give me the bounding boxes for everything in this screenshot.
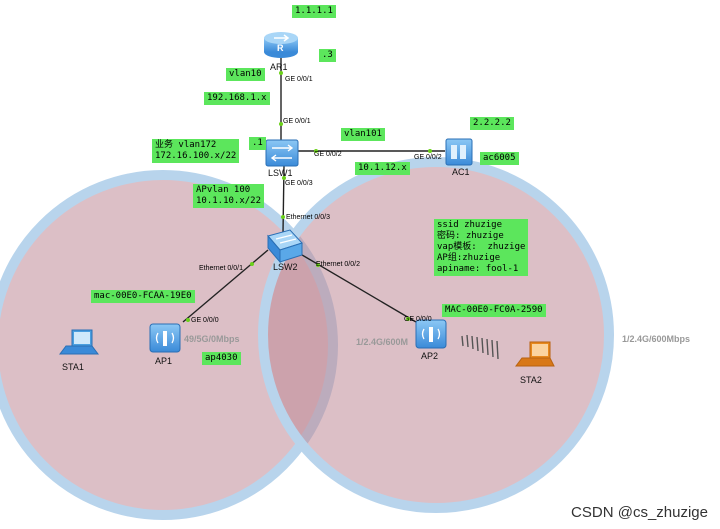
device-label-lsw1: LSW1 — [268, 168, 293, 178]
port-lsw2-eth002: Ethernet 0/0/2 — [316, 261, 360, 268]
access-point-ap1-icon[interactable] — [149, 323, 181, 353]
label-ac1-ip: 2.2.2.2 — [470, 117, 514, 130]
label-ap-vlan: APvlan 100 10.1.10.x/22 — [193, 184, 265, 208]
watermark: CSDN @cs_zhuzige — [571, 504, 708, 521]
port-lsw1-ge003: GE 0/0/3 — [285, 180, 313, 187]
label-vlan10: vlan10 — [226, 68, 265, 81]
label-ssid-config: ssid zhuzige 密码: zhuzige vap模板: zhuzige … — [434, 219, 529, 276]
router-icon[interactable]: R — [264, 32, 298, 58]
label-net-192: 192.168.1.x — [204, 92, 270, 105]
port-lsw2-eth001: Ethernet 0/0/1 — [199, 265, 243, 272]
rate-ap2: 1/2.4G/600M — [356, 337, 409, 347]
port-ap2-ge000: GE 0/0/0 — [404, 316, 432, 323]
switch-lsw2-icon[interactable] — [267, 229, 303, 264]
device-label-ar1: AR1 — [270, 62, 288, 72]
port-lsw2-eth003: Ethernet 0/0/3 — [286, 214, 330, 221]
rate-ap1: 49/5G/0Mbps — [184, 334, 240, 344]
device-label-ap1: AP1 — [155, 356, 173, 366]
access-controller-icon[interactable] — [445, 138, 473, 166]
label-ap1-model: ap4030 — [202, 352, 241, 365]
device-label-sta2: STA2 — [520, 375, 542, 385]
port-ar1-ge001: GE 0/0/1 — [285, 76, 313, 83]
svg-text:R: R — [277, 43, 284, 53]
device-label-ac1: AC1 — [452, 167, 470, 177]
rate-ap2-coverage: 1/2.4G/600Mbps — [622, 334, 691, 344]
port-dots — [186, 71, 432, 322]
device-label-sta1: STA1 — [62, 362, 84, 372]
port-lsw1-ge001: GE 0/0/1 — [283, 118, 311, 125]
label-business-vlan: 业务 vlan172 172.16.100.x/22 — [152, 139, 240, 163]
port-ac1-ge002: GE 0/0/2 — [414, 154, 442, 161]
wireless-signal-icon — [461, 334, 499, 360]
laptop-sta1-icon[interactable] — [59, 329, 99, 355]
device-label-ap2: AP2 — [421, 351, 439, 361]
link-lsw2-ap1 — [182, 249, 269, 323]
label-net-10112: 10.1.12.x — [355, 162, 410, 175]
device-label-lsw2: LSW2 — [273, 262, 298, 272]
label-ac-model: ac6005 — [480, 152, 519, 165]
access-point-ap2-icon[interactable] — [415, 319, 447, 349]
port-lsw1-ge002: GE 0/0/2 — [314, 151, 342, 158]
label-ar1-suffix: .3 — [319, 49, 336, 62]
label-ap1-mac: mac-00E0-FCAA-19E0 — [91, 290, 195, 303]
label-ar1-ip: 1.1.1.1 — [292, 5, 336, 18]
label-ap2-mac: MAC-00E0-FC0A-2590 — [442, 304, 546, 317]
port-ap1-ge000: GE 0/0/0 — [191, 317, 219, 324]
label-lsw1-suffix: .1 — [249, 137, 266, 150]
label-vlan101: vlan101 — [341, 128, 385, 141]
switch-lsw1-icon[interactable] — [265, 139, 299, 167]
laptop-sta2-icon[interactable] — [515, 341, 555, 367]
